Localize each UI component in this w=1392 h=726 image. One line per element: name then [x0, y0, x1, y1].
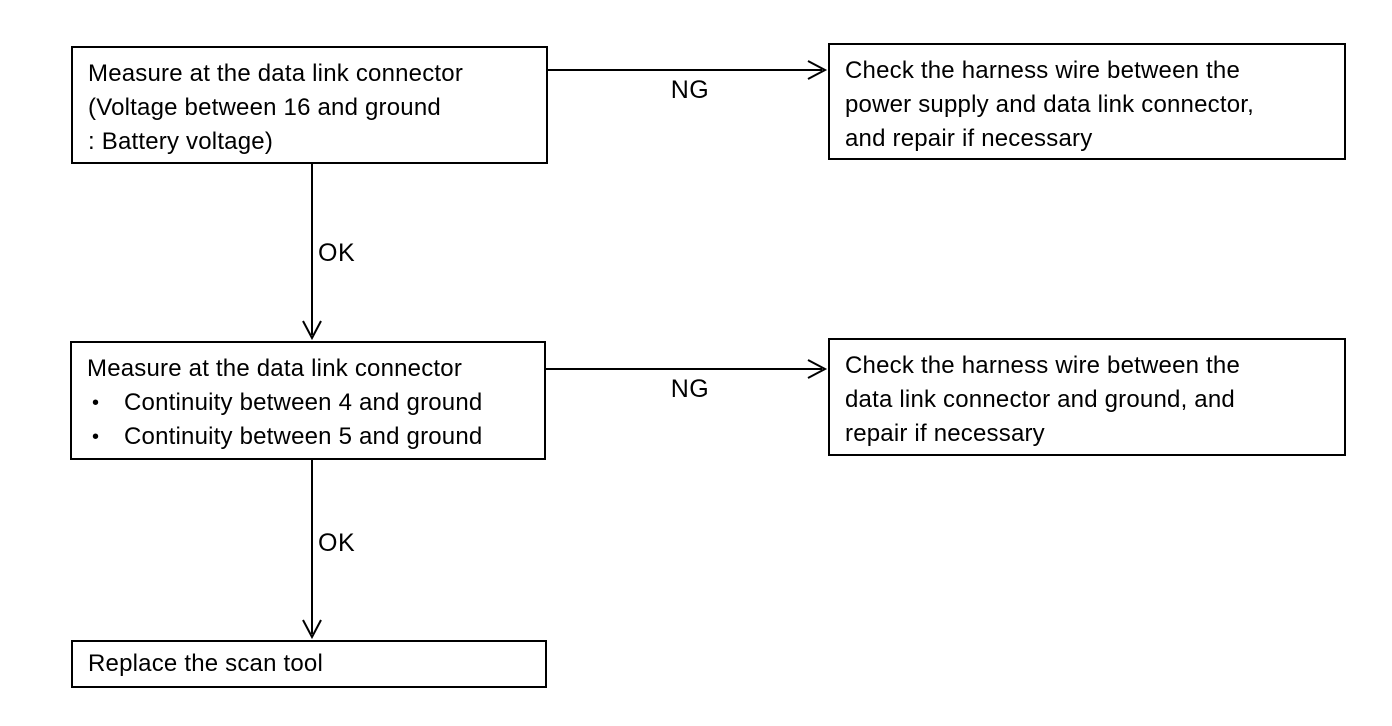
ng-label-2: NG — [670, 375, 710, 403]
step-2-bullet-item: • Continuity between 5 and ground — [87, 420, 530, 454]
result-2-line: repair if necessary — [845, 420, 1045, 447]
ok-arrow-1 — [302, 164, 322, 341]
result-2-box: Check the harness wire between the data … — [828, 338, 1346, 456]
ng-arrow-1 — [548, 60, 828, 80]
result-1-line: and repair if necessary — [845, 125, 1093, 152]
step-2-title: Measure at the data link connector — [87, 355, 463, 382]
ok-arrow-2 — [302, 460, 322, 640]
result-1-line: Check the harness wire between the — [845, 57, 1241, 84]
ok-label-2: OK — [318, 529, 356, 557]
ok-label-1: OK — [318, 239, 356, 267]
bullet-icon: • — [92, 426, 100, 448]
step-1-line: : Battery voltage) — [88, 128, 274, 155]
ng-label-1: NG — [670, 76, 710, 104]
bullet-icon: • — [92, 392, 100, 414]
result-2-line: data link connector and ground, and — [845, 386, 1235, 413]
ng-arrow-2 — [546, 359, 828, 379]
step-1-line: Measure at the data link connector — [88, 60, 464, 87]
step-2-bullet-item: • Continuity between 4 and ground — [87, 386, 530, 420]
result-1-line: power supply and data link connector, — [845, 91, 1254, 118]
step-2-box: Measure at the data link connector • Con… — [70, 341, 546, 460]
final-step-line: Replace the scan tool — [88, 650, 324, 677]
step-2-bullet-text: Continuity between 5 and ground — [124, 423, 483, 450]
final-step-box: Replace the scan tool — [71, 640, 547, 688]
step-1-line: (Voltage between 16 and ground — [88, 94, 441, 121]
result-1-box: Check the harness wire between the power… — [828, 43, 1346, 160]
result-2-line: Check the harness wire between the — [845, 352, 1241, 379]
step-1-box: Measure at the data link connector (Volt… — [71, 46, 548, 164]
step-2-bullet-text: Continuity between 4 and ground — [124, 389, 483, 416]
